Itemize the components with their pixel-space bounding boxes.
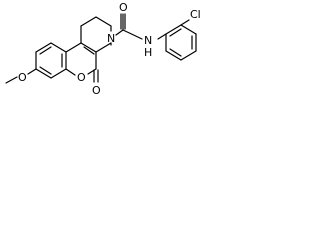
amide-carbonyl-oxygen-label: O bbox=[119, 1, 128, 14]
lactone-carbonyl-oxygen-label: O bbox=[92, 84, 101, 97]
atom-labels: O O O N O N H Cl bbox=[18, 1, 201, 97]
chemical-structure-diagram: O O O N O N H Cl bbox=[5, 1, 201, 97]
ring-nitrogen-label: N bbox=[107, 32, 115, 45]
methoxy-oxygen-label: O bbox=[18, 71, 27, 84]
chlorine-label: Cl bbox=[190, 8, 201, 21]
bond-lines bbox=[5, 13, 197, 84]
ring-oxygen-label: O bbox=[77, 71, 86, 84]
amide-nitrogen-label: N bbox=[144, 34, 152, 47]
amide-hydrogen-label: H bbox=[144, 46, 152, 59]
